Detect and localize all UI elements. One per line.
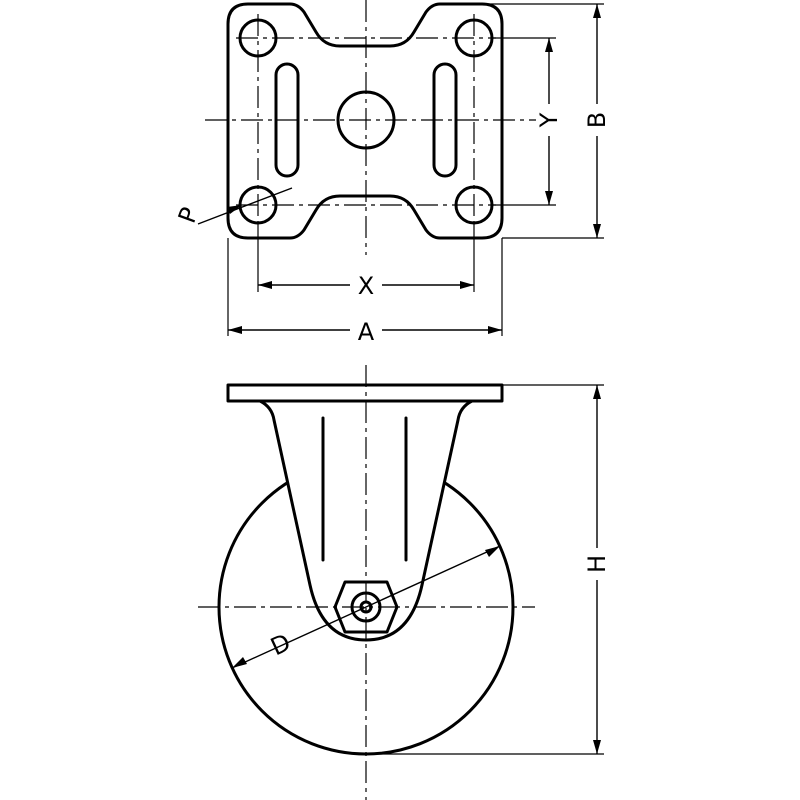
h-arrow-top xyxy=(593,385,601,399)
d-arrow-upper xyxy=(485,546,500,557)
y-dimension-label: Y xyxy=(535,112,563,128)
h-arrow-bottom xyxy=(593,740,601,754)
a-arrow-left xyxy=(228,326,242,334)
d-arrow-lower xyxy=(232,657,247,668)
b-arrow-bottom xyxy=(593,224,601,238)
a-dimension-label: A xyxy=(358,318,375,346)
p-leader-line xyxy=(197,187,293,225)
side-caster-view: D H xyxy=(198,365,611,800)
h-dimension-label: H xyxy=(583,555,611,573)
p-dimension-label: P xyxy=(173,204,204,227)
x-arrow-left xyxy=(258,281,272,289)
x-dimension-label: X xyxy=(358,272,374,300)
b-dimension-label: B xyxy=(583,112,611,128)
d-dimension-line xyxy=(231,545,501,669)
x-arrow-right xyxy=(460,281,474,289)
b-arrow-top xyxy=(593,4,601,18)
y-arrow-top xyxy=(545,38,553,52)
a-arrow-right xyxy=(488,326,502,334)
side-mounting-plate xyxy=(226,383,504,403)
p-arrow xyxy=(227,205,242,214)
y-arrow-bottom xyxy=(545,191,553,205)
top-plate-view: X A Y B P xyxy=(173,0,611,346)
